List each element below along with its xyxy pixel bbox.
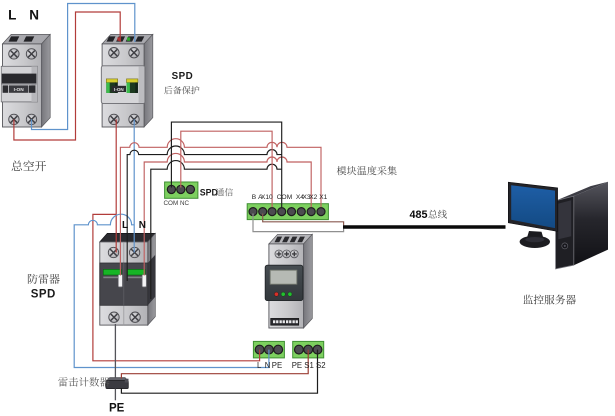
svg-text:SPD: SPD — [172, 71, 194, 82]
svg-text:A: A — [258, 194, 263, 201]
svg-text:L: L — [257, 361, 262, 370]
svg-text:N: N — [29, 8, 39, 23]
svg-text:L: L — [8, 8, 16, 23]
svg-text:SPD: SPD — [200, 187, 218, 197]
svg-text:X2: X2 — [309, 194, 317, 201]
svg-text:S1: S1 — [304, 361, 314, 370]
svg-text:PE: PE — [109, 403, 125, 415]
svg-text:L: L — [122, 220, 128, 231]
svg-text:I-ON: I-ON — [14, 87, 25, 93]
svg-text:S2: S2 — [316, 361, 326, 370]
svg-text:I-ON: I-ON — [114, 87, 124, 92]
svg-text:485: 485 — [410, 209, 428, 221]
svg-text:X1: X1 — [319, 194, 327, 201]
svg-text:PE: PE — [272, 361, 282, 370]
svg-text:X10: X10 — [261, 194, 273, 201]
svg-text:SPD: SPD — [31, 289, 56, 301]
svg-text:COM: COM — [277, 194, 292, 201]
svg-text:N: N — [139, 220, 146, 231]
svg-text:X3: X3 — [302, 194, 310, 201]
svg-text:N: N — [265, 361, 271, 370]
svg-text:X4: X4 — [296, 194, 304, 201]
svg-text:COM NC: COM NC — [164, 200, 190, 207]
svg-text:B: B — [252, 194, 257, 201]
svg-text:PE: PE — [292, 361, 302, 370]
